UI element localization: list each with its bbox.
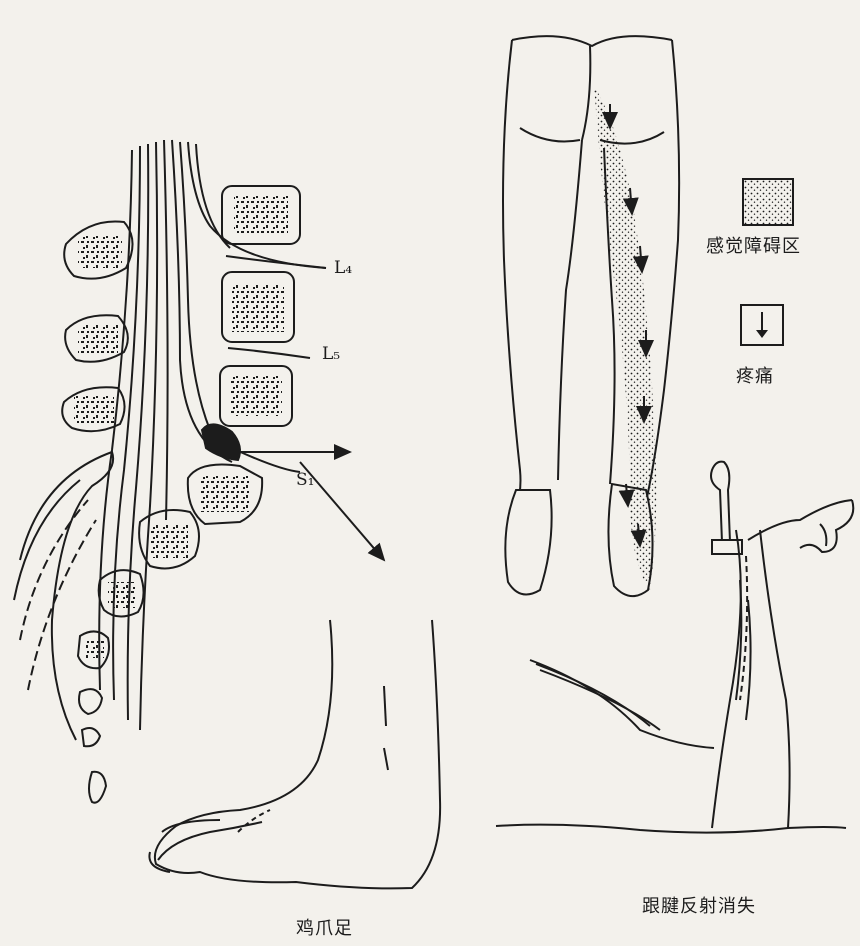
label-l5: L₅ <box>322 344 340 364</box>
claw-foot-drawing <box>149 620 440 888</box>
reflex-hammer <box>711 462 730 542</box>
legend-pain-label: 疼痛 <box>736 362 774 388</box>
caption-achilles: 跟腱反射消失 <box>642 892 756 918</box>
caption-claw-foot: 鸡爪足 <box>296 914 353 940</box>
legend-sensory-swatch <box>742 178 794 226</box>
spine-section <box>14 140 384 803</box>
label-s1: S₁ <box>296 470 314 490</box>
sacral-segment-5 <box>79 689 102 714</box>
legend-pain-swatch <box>740 304 784 346</box>
label-l4: L₄ <box>334 258 352 278</box>
disc-herniation <box>202 424 240 460</box>
coccyx-2 <box>89 772 106 803</box>
coccyx-1 <box>82 728 100 746</box>
legend-sensory-label: 感觉障碍区 <box>706 232 801 258</box>
